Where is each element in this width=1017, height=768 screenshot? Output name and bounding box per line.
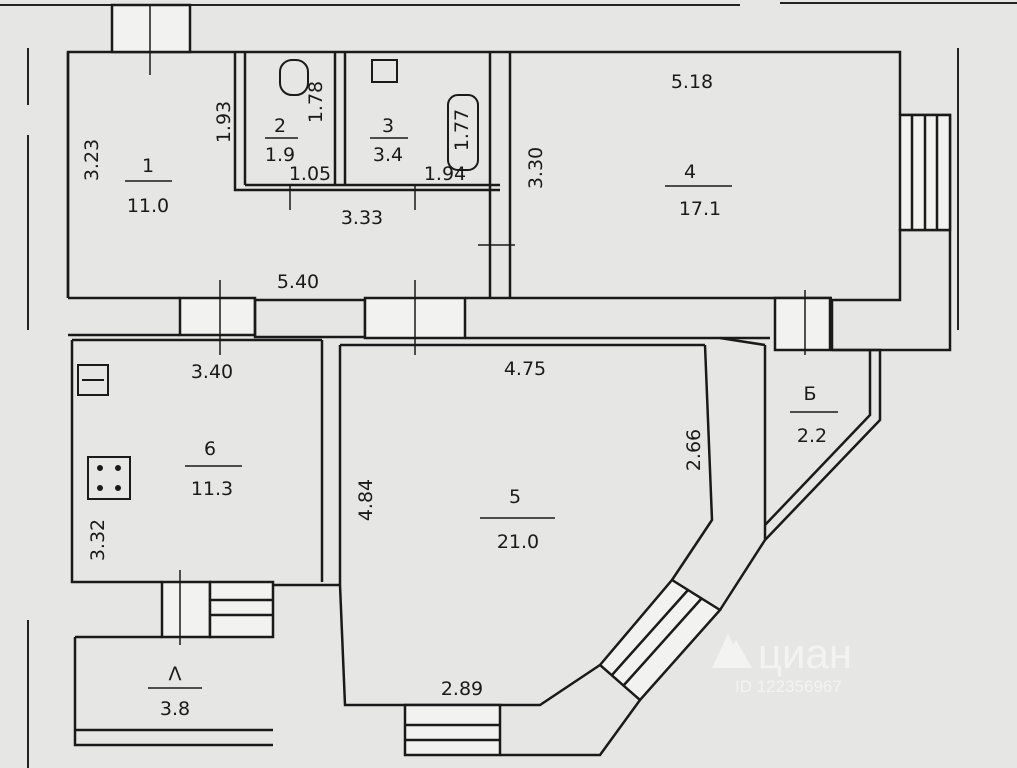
stove-icon xyxy=(87,456,131,500)
svg-text:11.0: 11.0 xyxy=(127,195,169,217)
svg-text:1: 1 xyxy=(142,155,154,177)
dimension-labels: 3.23 1.93 1.78 1.05 1.77 1.94 3.33 3.30 … xyxy=(81,71,713,700)
dim-2-89: 2.89 xyxy=(441,678,483,700)
dim-4-75: 4.75 xyxy=(504,358,546,380)
dim-1-05: 1.05 xyxy=(289,163,331,185)
dimension-ticks xyxy=(149,5,806,645)
svg-text:2: 2 xyxy=(274,115,286,137)
watermark-brand: циан xyxy=(758,630,852,677)
svg-text:3.4: 3.4 xyxy=(373,144,403,166)
dim-3-40: 3.40 xyxy=(191,361,233,383)
svg-text:5: 5 xyxy=(509,486,521,508)
room-6-label: 6 11.3 xyxy=(185,438,242,500)
svg-text:4: 4 xyxy=(684,161,696,183)
room-3-label: 3 3.4 xyxy=(370,115,408,166)
balcony-l-label: Λ 3.8 xyxy=(148,663,202,720)
watermark: циан ID 122356967 xyxy=(712,630,852,696)
dim-3-23: 3.23 xyxy=(81,139,103,181)
cian-logo-icon xyxy=(712,634,752,668)
kitchen-sink-icon xyxy=(77,364,109,396)
dim-5-18: 5.18 xyxy=(671,71,713,93)
svg-text:2.2: 2.2 xyxy=(797,425,827,447)
svg-text:17.1: 17.1 xyxy=(679,198,721,220)
svg-text:3: 3 xyxy=(382,115,394,137)
dim-1-78: 1.78 xyxy=(305,81,327,123)
svg-text:21.0: 21.0 xyxy=(497,531,539,553)
walls xyxy=(66,3,952,757)
svg-text:11.3: 11.3 xyxy=(191,478,233,500)
dim-1-94: 1.94 xyxy=(424,163,466,185)
dim-1-93: 1.93 xyxy=(213,101,235,143)
dim-3-30: 3.30 xyxy=(525,147,547,189)
fixtures xyxy=(77,59,479,500)
sink-icon xyxy=(371,59,398,83)
svg-text:1.9: 1.9 xyxy=(265,144,295,166)
svg-text:3.8: 3.8 xyxy=(160,698,190,720)
room-2-label: 2 1.9 xyxy=(265,115,298,166)
room-labels: 1 11.0 2 1.9 3 3.4 4 17.1 5 21.0 6 11.3 xyxy=(125,115,838,720)
svg-text:Λ: Λ xyxy=(169,663,182,685)
dim-2-66: 2.66 xyxy=(683,429,705,471)
room-1-label: 1 11.0 xyxy=(125,155,172,217)
room-4-label: 4 17.1 xyxy=(665,161,732,220)
room-5-label: 5 21.0 xyxy=(480,486,555,553)
dim-4-84: 4.84 xyxy=(355,479,377,521)
toilet-icon xyxy=(279,59,309,96)
svg-text:6: 6 xyxy=(204,438,216,460)
dim-5-40: 5.40 xyxy=(277,271,319,293)
dim-3-32: 3.32 xyxy=(87,519,109,561)
dim-1-77: 1.77 xyxy=(451,109,473,151)
svg-text:Б: Б xyxy=(803,383,816,405)
watermark-id: ID 122356967 xyxy=(735,677,842,696)
dim-3-33: 3.33 xyxy=(341,207,383,229)
bathtub-icon xyxy=(447,94,479,171)
balcony-b-label: Б 2.2 xyxy=(790,383,838,447)
